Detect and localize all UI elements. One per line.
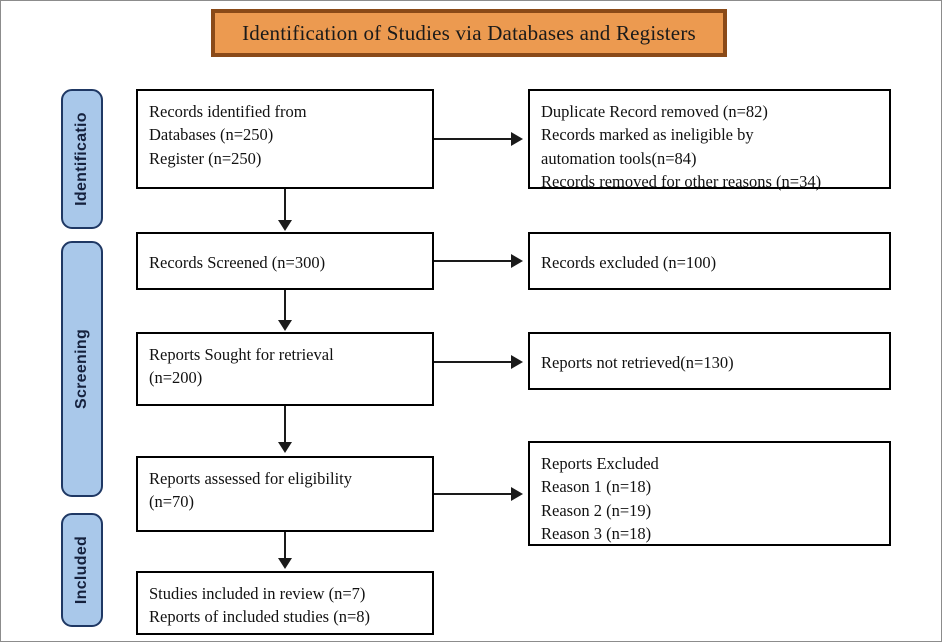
arrowhead-right-icon: [511, 254, 523, 268]
arrowhead-right-icon: [511, 132, 523, 146]
box-line: Reason 3 (n=18): [541, 524, 652, 544]
box-records-identified: Records identified from Databases (n=250…: [136, 89, 434, 189]
connector-horizontal-assessed-to-reports-excluded: [434, 493, 512, 495]
box-line: Register (n=250): [149, 148, 262, 168]
box-line: Records excluded (n=100): [541, 252, 717, 272]
box-line: (n=200): [149, 368, 203, 388]
box-records-screened: Records Screened (n=300): [136, 232, 434, 290]
arrowhead-right-icon: [511, 487, 523, 501]
box-line: Records marked as ineligible by: [541, 125, 754, 145]
diagram-title: Identification of Studies via Databases …: [242, 20, 696, 45]
arrowhead-right-icon: [511, 355, 523, 369]
box-line: Records Screened (n=300): [149, 252, 326, 272]
box-line: automation tools(n=84): [541, 148, 697, 168]
connector-vertical-identified-to-screened: [284, 189, 286, 222]
stage-pill-screening-label: Screening: [73, 328, 90, 410]
box-line: Studies included in review (n=7): [149, 584, 366, 603]
arrowhead-down-icon: [278, 442, 292, 453]
arrowhead-down-icon: [278, 558, 292, 569]
box-line: Reports of included studies (n=8): [149, 607, 371, 627]
box-reports-excluded-reasons: Reports Excluded Reason 1 (n=18) Reason …: [528, 441, 891, 546]
box-records-removed: Duplicate Record removed (n=82) Records …: [528, 89, 891, 191]
stage-pill-identification: Identificatio: [61, 89, 103, 229]
arrowhead-down-icon: [278, 220, 292, 231]
connector-vertical-sought-to-assessed: [284, 406, 286, 444]
box-line: Reason 2 (n=19): [541, 500, 652, 520]
stage-pill-included: Included: [61, 513, 103, 627]
box-line: Duplicate Record removed (n=82): [541, 102, 768, 121]
box-reports-sought: Reports Sought for retrieval (n=200): [136, 332, 434, 406]
box-records-excluded: Records excluded (n=100): [528, 232, 891, 290]
box-line: Records removed for other reasons (n=34): [541, 172, 822, 192]
box-line: Reports assessed for eligibility: [149, 469, 353, 488]
box-line: Reason 1 (n=18): [541, 477, 652, 497]
stage-pill-included-label: Included: [73, 535, 90, 605]
box-line: (n=70): [149, 492, 195, 512]
connector-vertical-assessed-to-included: [284, 532, 286, 560]
stage-pill-identification-label: Identificatio: [73, 112, 90, 206]
box-line: Reports not retrieved(n=130): [541, 352, 734, 372]
box-reports-assessed: Reports assessed for eligibility (n=70): [136, 456, 434, 532]
box-line: Databases (n=250): [149, 125, 274, 145]
stage-pill-screening: Screening: [61, 241, 103, 497]
box-line: Records identified from: [149, 102, 307, 121]
box-studies-included: Studies included in review (n=7) Reports…: [136, 571, 434, 635]
box-line: Reports Excluded: [541, 454, 659, 473]
box-reports-not-retrieved: Reports not retrieved(n=130): [528, 332, 891, 390]
connector-horizontal-identified-to-removed: [434, 138, 512, 140]
arrowhead-down-icon: [278, 320, 292, 331]
connector-horizontal-screened-to-excluded: [434, 260, 512, 262]
box-line: Reports Sought for retrieval: [149, 345, 334, 364]
diagram-header-banner: Identification of Studies via Databases …: [211, 9, 727, 57]
connector-vertical-screened-to-sought: [284, 290, 286, 322]
connector-horizontal-sought-to-not-retrieved: [434, 361, 512, 363]
